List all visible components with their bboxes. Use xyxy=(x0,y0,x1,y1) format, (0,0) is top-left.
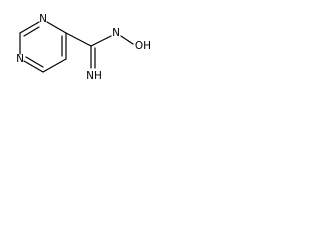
molecule-canvas: N N N OH NH xyxy=(0,0,172,113)
bond-c6-n1 xyxy=(19,21,40,34)
bond-amidine-to-n xyxy=(90,35,112,47)
atom-n-top: N xyxy=(39,13,47,25)
atom-n-left: N xyxy=(16,53,24,65)
atom-n-amine: N xyxy=(112,27,120,39)
pyrimidine-ring xyxy=(19,21,67,73)
bond-n1-c2 xyxy=(46,21,67,34)
bond-c6-n1-double xyxy=(23,26,40,37)
structure-diagram: N N N OH NH xyxy=(16,13,151,82)
bond-ring-to-amidine xyxy=(65,32,92,47)
bond-n-to-oh xyxy=(120,35,134,45)
bond-c3-c4 xyxy=(42,58,67,73)
atom-nh-imine: NH xyxy=(86,70,102,82)
bond-c4-n5-double xyxy=(25,56,44,68)
atom-oh: OH xyxy=(135,40,151,52)
bond-c4-n5 xyxy=(23,60,44,73)
